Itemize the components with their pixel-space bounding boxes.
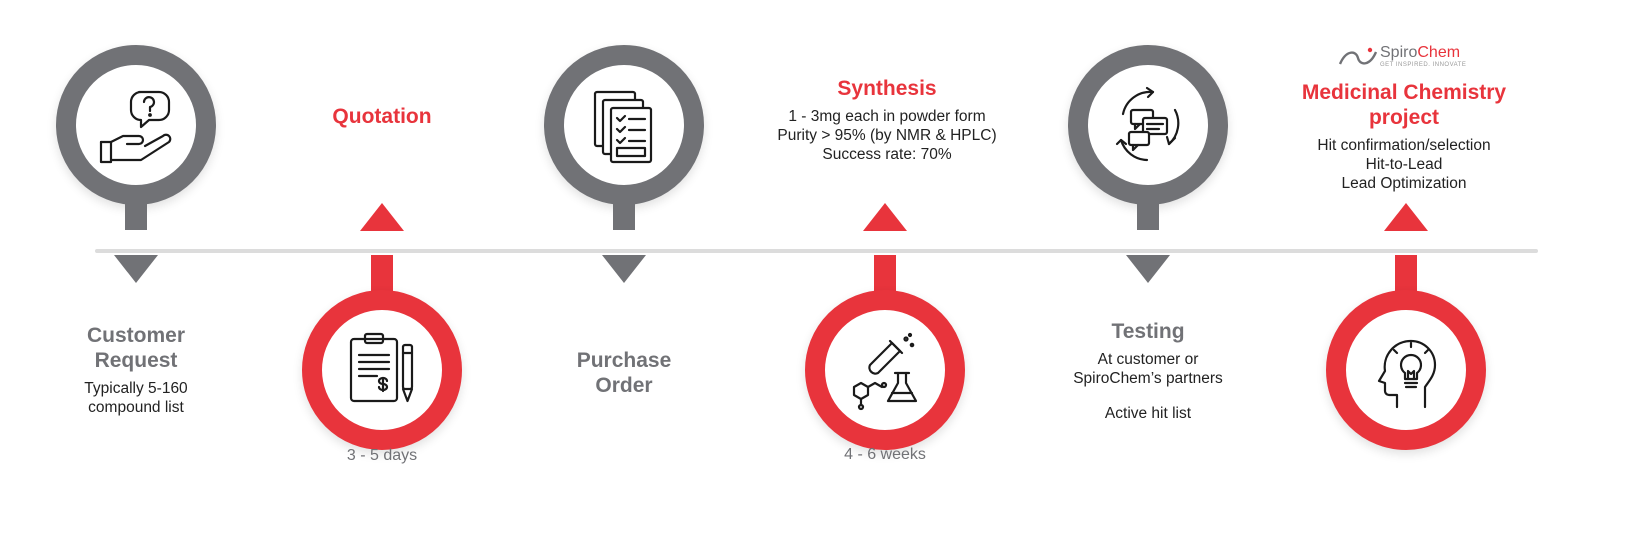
timeline-line: [95, 249, 1538, 253]
customer-request-stem: [125, 198, 147, 230]
chat-cycle-icon: [1115, 86, 1180, 162]
testing-pointer: [1126, 255, 1170, 283]
purchase-order-title-2: Order: [595, 374, 653, 397]
testing-desc-2: SpiroChem’s partners: [1073, 370, 1223, 387]
quotation-pointer: [360, 203, 404, 231]
medchem-stem: [1395, 255, 1417, 300]
customer-request-label: Customer Request Typically 5-160 compoun…: [36, 323, 236, 417]
purchase-order-title-1: Purchase: [576, 349, 672, 372]
spirochem-logo: SpiroChem GET INSPIRED. INNOVATE: [1338, 42, 1478, 74]
synthesis-pointer: [863, 203, 907, 231]
synthesis-stem: [874, 255, 896, 300]
purchase-order-pin: [544, 45, 704, 205]
logo-tagline: GET INSPIRED. INNOVATE: [1380, 62, 1467, 68]
customer-request-title-1: Customer: [86, 324, 186, 347]
testing-stem: [1137, 198, 1159, 230]
customer-request-desc-1: Typically 5-160: [84, 380, 188, 397]
customer-request-title-2: Request: [94, 349, 178, 372]
purchase-order-stem: [613, 198, 635, 230]
medchem-label: Medicinal Chemistry project Hit confirma…: [1284, 80, 1524, 193]
logo-text-chem: Chem: [1417, 44, 1461, 61]
quotation-duration: 3 - 5 days: [346, 447, 418, 464]
medchem-desc-3: Lead Optimization: [1341, 175, 1467, 192]
logo-text-spiro: Spiro: [1380, 44, 1418, 61]
quotation-stem: [371, 255, 393, 300]
purchase-order-pointer: [602, 255, 646, 283]
spirochem-logo-mark-icon: [1338, 47, 1378, 65]
testing-title: Testing: [1111, 320, 1185, 343]
question-hand-icon: [99, 90, 172, 164]
medchem-title-1: Medicinal Chemistry: [1301, 81, 1507, 104]
purchase-order-label: Purchase Order: [524, 348, 724, 398]
customer-request-pointer: [114, 255, 158, 283]
medchem-title-2: project: [1368, 106, 1439, 129]
synthesis-desc-3: Success rate: 70%: [822, 146, 952, 163]
synthesis-pin: [805, 290, 965, 450]
medchem-desc-1: Hit confirmation/selection: [1317, 137, 1491, 154]
medchem-pointer: [1384, 203, 1428, 231]
synthesis-label: Synthesis 1 - 3mg each in powder form Pu…: [752, 76, 1022, 164]
quotation-pin: [302, 290, 462, 450]
customer-request-desc-2: compound list: [88, 399, 184, 416]
quotation-title: Quotation: [332, 105, 432, 128]
synthesis-duration: 4 - 6 weeks: [844, 446, 926, 463]
synthesis-desc-1: 1 - 3mg each in powder form: [788, 108, 986, 125]
testing-desc-1: At customer or: [1097, 351, 1199, 368]
synthesis-title: Synthesis: [837, 77, 937, 100]
testing-label: Testing At customer or SpiroChem’s partn…: [1033, 319, 1263, 423]
medchem-pin: [1326, 290, 1486, 450]
head-lightbulb-icon: [1377, 339, 1437, 409]
medchem-desc-2: Hit-to-Lead: [1365, 156, 1443, 173]
synthesis-desc-2: Purity > 95% (by NMR & HPLC): [777, 127, 997, 144]
customer-request-pin: [56, 45, 216, 205]
testing-desc-3: Active hit list: [1104, 405, 1192, 422]
testing-pin: [1068, 45, 1228, 205]
invoice-pencil-icon: [349, 332, 414, 403]
chemistry-flask-icon: [852, 332, 918, 411]
documents-checklist-icon: [593, 90, 653, 164]
